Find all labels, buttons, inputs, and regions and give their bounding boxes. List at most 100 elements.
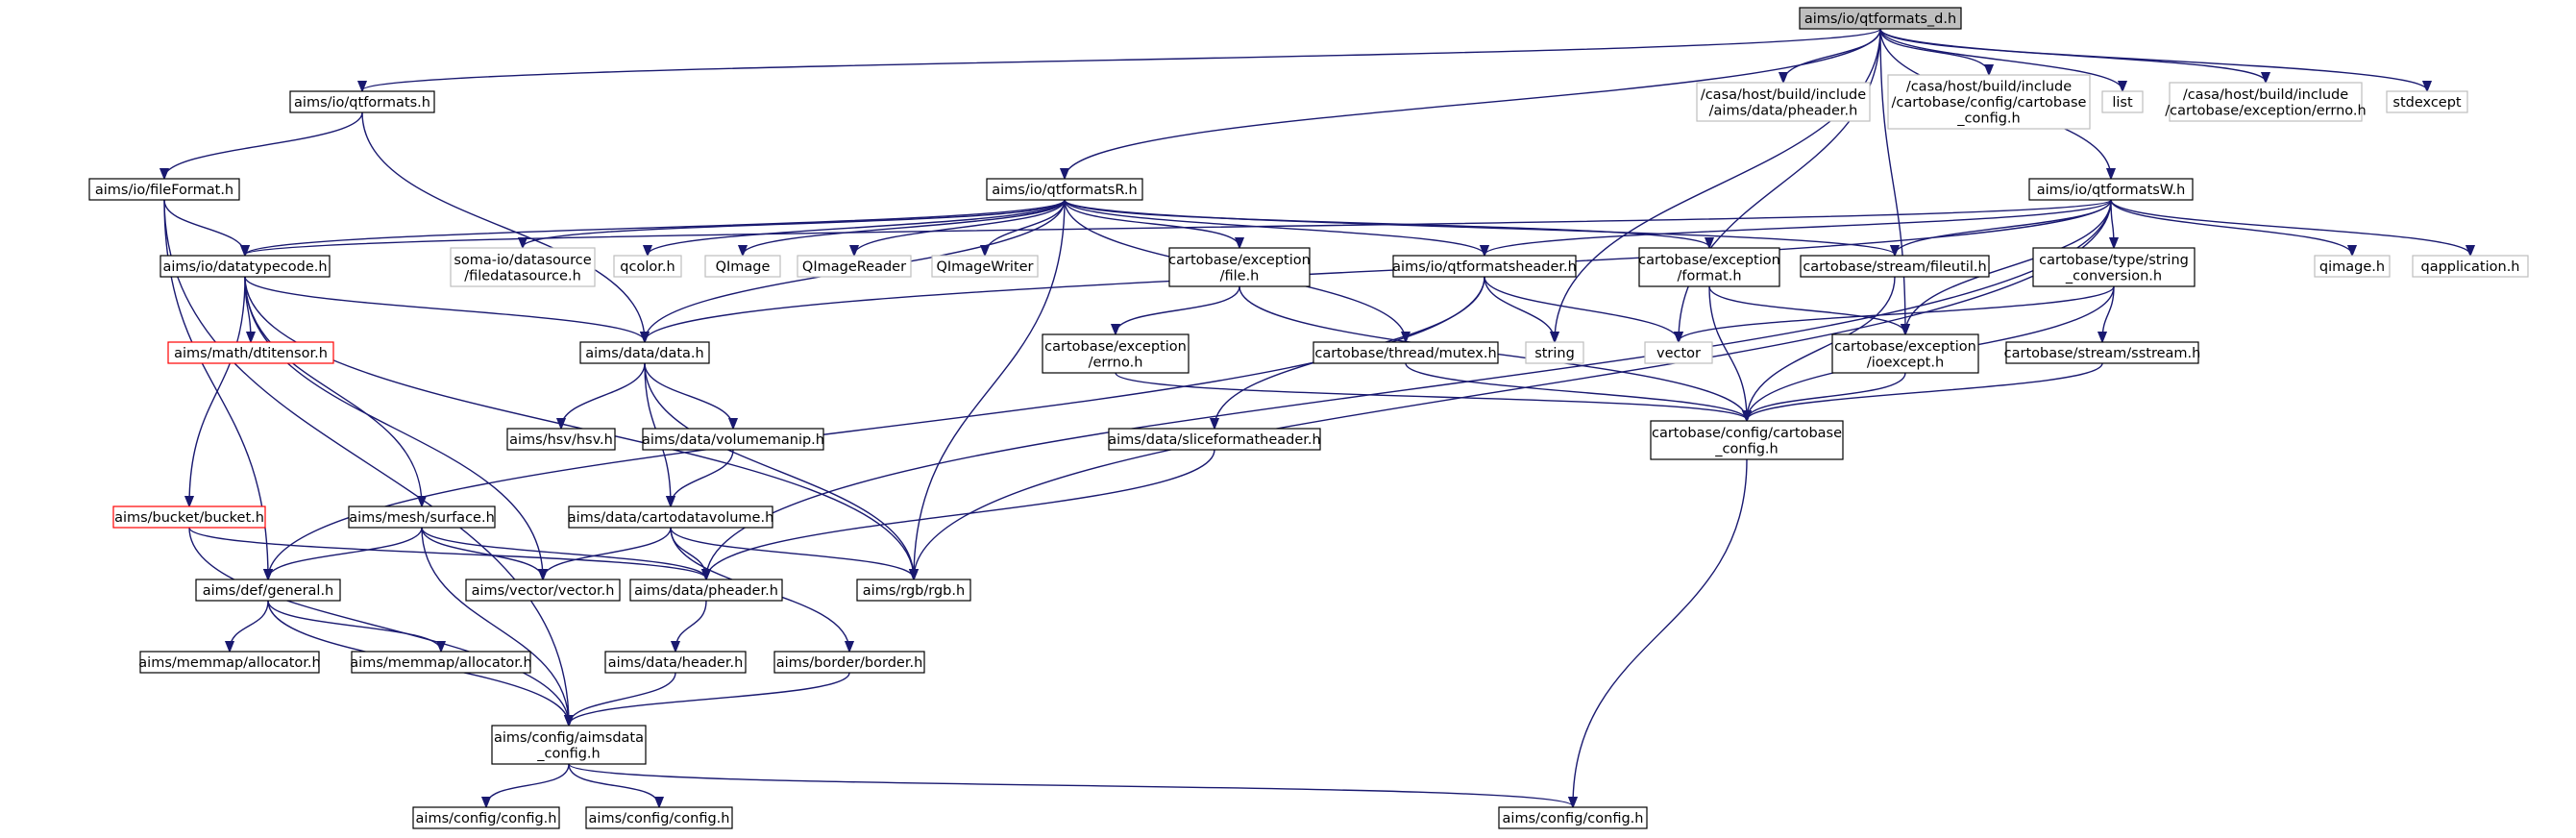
- node-box-exc_file: [1168, 247, 1311, 287]
- node-label-sstream: cartobase/stream/sstream.h: [2004, 346, 2201, 361]
- edge-data_h-to-volumemanip: [644, 362, 733, 428]
- node-box-sliceformatheader: [1108, 428, 1321, 451]
- edge-surface-to-pheader: [421, 527, 706, 579]
- node-cb_config[interactable]: cartobase/config/cartobase_config.h: [1650, 420, 1844, 460]
- node-box-sstream: [2005, 341, 2199, 364]
- edge-root-to-ext_cartobase_config: [1879, 28, 1989, 74]
- node-surface[interactable]: aims/mesh/surface.h: [348, 505, 496, 529]
- edge-qtformatsR_h-to-QImageReader: [854, 199, 1066, 255]
- edge-border-to-aimsdata_config: [569, 672, 850, 725]
- node-label-ext_pheader: /aims/data/pheader.h: [1709, 103, 1858, 118]
- edge-qtformatsR_h-to-datatypecode_h: [245, 199, 1066, 255]
- node-data_h[interactable]: aims/data/data.h: [579, 341, 710, 364]
- node-config2[interactable]: aims/config/config.h: [585, 806, 733, 829]
- node-label-pheader: aims/data/pheader.h: [634, 583, 778, 599]
- node-box-qimage_h: [2314, 255, 2391, 278]
- node-box-cartodatavolume: [568, 505, 773, 529]
- node-rgb[interactable]: aims/rgb/rgb.h: [856, 579, 971, 602]
- edge-string_conv-to-sstream: [2102, 285, 2115, 341]
- edge-fileFormat_h-to-datatypecode_h: [163, 199, 245, 255]
- node-box-qcolor: [613, 255, 682, 278]
- node-QImage: QImage: [704, 255, 781, 278]
- node-label-ext_cartobase_config: /casa/host/build/include: [1906, 80, 2072, 95]
- node-box-exc_errno: [1042, 333, 1190, 374]
- node-label-root: aims/io/qtformats_d.h: [1804, 12, 1956, 27]
- node-aimsdata_config[interactable]: aims/config/aimsdata_config.h: [491, 725, 647, 765]
- node-mutex[interactable]: cartobase/thread/mutex.h: [1313, 341, 1499, 364]
- node-qtformatsR_h[interactable]: aims/io/qtformatsR.h: [986, 178, 1143, 201]
- node-label-ioexcept: cartobase/exception: [1834, 339, 1976, 355]
- node-general[interactable]: aims/def/general.h: [195, 579, 341, 602]
- node-border[interactable]: aims/border/border.h: [773, 651, 925, 674]
- node-label-exc_file: /file.h: [1220, 268, 1260, 283]
- node-box-rgb: [856, 579, 971, 602]
- node-qtformatsW_h[interactable]: aims/io/qtformatsW.h: [2028, 178, 2194, 201]
- node-root[interactable]: aims/io/qtformats_d.h: [1799, 7, 1962, 30]
- node-bucket[interactable]: aims/bucket/bucket.h: [112, 505, 266, 529]
- node-sliceformatheader[interactable]: aims/data/sliceformatheader.h: [1108, 428, 1321, 451]
- node-label-string_conv: _conversion.h: [2065, 268, 2162, 283]
- node-label-fileutil: cartobase/stream/fileutil.h: [1803, 259, 1986, 275]
- edge-fileutil-to-cb_config: [1747, 276, 1896, 420]
- edge-sstream-to-cb_config: [1747, 362, 2103, 420]
- edge-string_conv-to-vector: [1679, 285, 2115, 341]
- node-cartodatavolume[interactable]: aims/data/cartodatavolume.h: [568, 505, 774, 529]
- node-label-hsv: aims/hsv/hsv.h: [509, 432, 613, 448]
- edge-qtformatsR_h-to-qcolor: [648, 199, 1066, 255]
- node-box-root: [1799, 7, 1962, 30]
- node-dtitensor[interactable]: aims/math/dtitensor.h: [167, 341, 334, 364]
- node-ioexcept[interactable]: cartobase/exception/ioexcept.h: [1831, 333, 1979, 374]
- node-ext_pheader: /casa/host/build/include/aims/data/phead…: [1696, 82, 1871, 122]
- node-vector_h[interactable]: aims/vector/vector.h: [465, 579, 621, 602]
- node-label-stdexcept: stdexcept: [2392, 95, 2462, 111]
- node-label-border: aims/border/border.h: [776, 655, 923, 671]
- edge-pheader-to-header: [675, 600, 707, 651]
- node-label-list: list: [2112, 95, 2133, 111]
- edge-root-to-ext_pheader: [1783, 28, 1881, 82]
- node-config1[interactable]: aims/config/config.h: [412, 806, 560, 829]
- node-exc_format[interactable]: cartobase/exception/format.h: [1638, 247, 1780, 287]
- edge-qtformatsW_h-to-pheader: [706, 199, 2112, 579]
- edge-bucket-to-pheader: [188, 527, 706, 579]
- node-string_conv[interactable]: cartobase/type/string_conversion.h: [2032, 247, 2196, 287]
- node-label-config1: aims/config/config.h: [416, 811, 557, 826]
- node-label-cartodatavolume: aims/data/cartodatavolume.h: [568, 510, 774, 526]
- node-label-vector: vector: [1656, 346, 1701, 361]
- node-datatypecode_h[interactable]: aims/io/datatypecode.h: [159, 255, 331, 278]
- node-sstream[interactable]: cartobase/stream/sstream.h: [2004, 341, 2201, 364]
- node-allocator1[interactable]: aims/memmap/allocator.h: [138, 651, 321, 674]
- edge-aimsdata_config-to-config1: [486, 763, 570, 806]
- node-box-exc_format: [1638, 247, 1780, 287]
- edge-datatypecode_h-to-bucket: [189, 276, 246, 505]
- node-QImageWriter: QImageWriter: [931, 255, 1039, 278]
- edge-qtformatsW_h-to-data_h: [645, 199, 2112, 341]
- node-label-general: aims/def/general.h: [203, 583, 334, 599]
- node-list: list: [2101, 90, 2144, 113]
- node-box-qapplication_h: [2412, 255, 2529, 278]
- node-qtformatsheader_h[interactable]: aims/io/qtformatsheader.h: [1392, 255, 1577, 278]
- node-fileFormat_h[interactable]: aims/io/fileFormat.h: [88, 178, 240, 201]
- node-label-qcolor: qcolor.h: [620, 259, 675, 275]
- node-exc_errno[interactable]: cartobase/exception/errno.h: [1042, 333, 1190, 374]
- node-hsv[interactable]: aims/hsv/hsv.h: [506, 428, 616, 451]
- edge-mutex-to-cb_config: [1405, 362, 1747, 420]
- node-fileutil[interactable]: cartobase/stream/fileutil.h: [1800, 255, 1990, 278]
- node-box-fileFormat_h: [88, 178, 240, 201]
- node-qtformats_h[interactable]: aims/io/qtformats.h: [289, 90, 435, 113]
- node-label-string: string: [1534, 346, 1575, 361]
- node-label-QImageWriter: QImageWriter: [936, 259, 1033, 275]
- node-header[interactable]: aims/data/header.h: [604, 651, 747, 674]
- node-allocator2[interactable]: aims/memmap/allocator.h: [350, 651, 532, 674]
- node-label-exc_format: /format.h: [1677, 268, 1741, 283]
- node-volumemanip[interactable]: aims/data/volumemanip.h: [642, 428, 824, 451]
- node-label-ext_errno: /casa/host/build/include: [2183, 87, 2348, 103]
- node-label-vector_h: aims/vector/vector.h: [472, 583, 615, 599]
- node-box-qtformatsW_h: [2028, 178, 2194, 201]
- node-label-exc_file: cartobase/exception: [1168, 253, 1311, 268]
- node-pheader[interactable]: aims/data/pheader.h: [629, 579, 783, 602]
- edge-qtformatsW_h-to-ioexcept: [1905, 199, 2112, 333]
- node-qimage_h: qimage.h: [2314, 255, 2391, 278]
- node-config3[interactable]: aims/config/config.h: [1498, 806, 1648, 829]
- node-exc_file[interactable]: cartobase/exception/file.h: [1168, 247, 1311, 287]
